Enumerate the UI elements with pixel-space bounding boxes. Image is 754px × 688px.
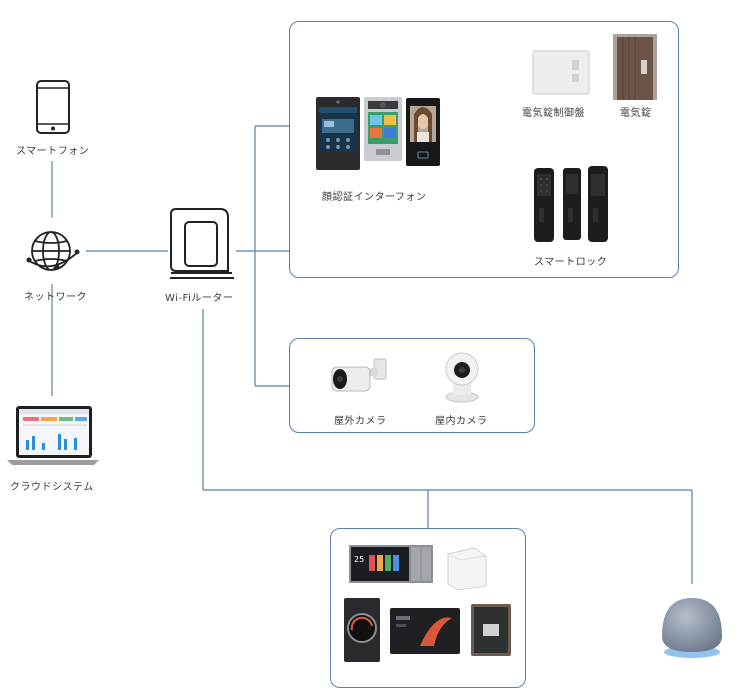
intercom-label: 顔認証インターフォン	[322, 192, 427, 203]
connection-lines	[51, 69, 693, 584]
smart-panel-device	[471, 604, 511, 656]
lock-controller-label: 電気錠制御盤	[522, 108, 585, 119]
svg-text:25: 25	[354, 555, 364, 564]
intercom-device	[406, 98, 440, 166]
smartphone-icon	[35, 80, 71, 134]
smart-panel-device	[390, 608, 460, 654]
smart-panel-device: 25	[349, 545, 433, 583]
indoor-camera-label: 屋内カメラ	[435, 416, 488, 427]
door-lock-device	[613, 34, 657, 100]
camera-group	[289, 338, 535, 433]
electric-lock-label: 電気錠	[620, 108, 652, 119]
lock-controller-device	[532, 50, 590, 95]
smart-thermostat-device	[344, 598, 380, 662]
globe-network-icon	[26, 228, 80, 276]
smart-hub-device	[444, 546, 488, 592]
router-label: Wi-Fiルーター	[165, 293, 234, 304]
network-label: ネットワーク	[24, 292, 87, 303]
wifi-router-icon	[168, 205, 236, 283]
smart-lock-label: スマートロック	[534, 257, 608, 268]
smartphone-label: スマートフォン	[16, 146, 90, 157]
outdoor-camera-device	[330, 355, 390, 395]
outdoor-camera-label: 屋外カメラ	[334, 416, 387, 427]
smart-lock-device	[532, 166, 610, 244]
laptop-cloud-icon	[6, 404, 100, 468]
intercom-device	[364, 97, 402, 161]
smart-speaker-device	[659, 584, 725, 662]
cloud-label: クラウドシステム	[10, 482, 94, 493]
indoor-camera-device	[443, 351, 481, 403]
intercom-device	[316, 97, 360, 170]
